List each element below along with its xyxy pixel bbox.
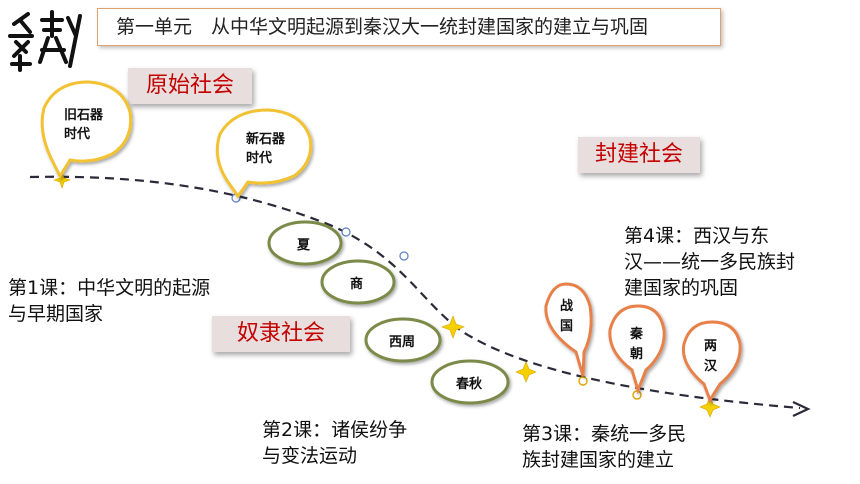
star-marker-icon (53, 171, 71, 189)
bubble-label-two-han-1: 两 (704, 339, 717, 354)
lesson-2-text: 第2课：诸侯纷争 与变法运动 (262, 417, 407, 469)
bubble-qin (608, 304, 666, 395)
bubble-label-western-zhou: 西周 (389, 335, 415, 350)
lesson-4-line-2: 汉——统一多民族封 (624, 251, 796, 273)
bubble-label-paleolithic-2: 时代 (64, 126, 90, 142)
bubble-label-two-han-2: 汉 (704, 358, 718, 374)
lesson-2-line-2: 与变法运动 (262, 445, 358, 467)
era-label-slave-society: 奴隶社会 (212, 316, 350, 352)
lesson-4-line-1: 第4课：西汉与东 (624, 225, 770, 247)
lesson-1-text: 第1课：中华文明的起源 与早期国家 (8, 275, 210, 327)
bubble-label-neolithic-2: 时代 (246, 150, 272, 166)
circle-marker-icon (632, 390, 642, 400)
bubble-spring-autumn (430, 359, 510, 405)
star-marker-icon (699, 396, 721, 418)
bubble-label-qin-2: 朝 (630, 346, 643, 362)
lesson-1-line-1: 第1课：中华文明的起源 (8, 277, 211, 299)
bubble-label-spring-autumn: 春秋 (455, 376, 483, 392)
bubble-xia (267, 220, 343, 266)
bubble-label-xia: 夏 (296, 238, 311, 253)
bubble-label-neolithic-1: 新石器 (246, 131, 286, 147)
lesson-4-text: 第4课：西汉与东 汉——统一多民族封 建国家的巩固 (624, 223, 795, 301)
era-label-primitive-society: 原始社会 (128, 68, 252, 104)
bubble-paleolithic (40, 80, 133, 180)
unit-title: 第一单元 从中华文明起源到秦汉大一统封建国家的建立与巩固 (97, 8, 721, 46)
lesson-3-line-1: 第3课：秦统一多民 (522, 423, 687, 445)
lesson-4-line-3: 建国家的巩固 (624, 277, 739, 299)
bubble-label-paleolithic-1: 旧石器 (64, 108, 104, 123)
era-label-feudal-society: 封建社会 (578, 137, 700, 173)
bubble-label-shang: 商 (350, 276, 363, 292)
lesson-2-line-1: 第2课：诸侯纷争 (262, 419, 408, 441)
lesson-3-text: 第3课：秦统一多民 族封建国家的建立 (522, 421, 686, 473)
bubble-label-warring-states-1: 战 (560, 298, 573, 314)
lesson-1-line-2: 与早期国家 (8, 303, 104, 325)
oracle-glyph-logo: 第一 (8, 10, 82, 72)
circle-marker-icon (399, 251, 409, 261)
bubble-shang (320, 259, 396, 305)
bubble-label-warring-states-2: 国 (560, 319, 573, 334)
timeline-path (29, 175, 801, 410)
circle-marker-icon (341, 227, 351, 237)
star-marker-icon (441, 315, 465, 339)
circle-marker-icon (578, 376, 588, 386)
bubble-label-qin-1: 秦 (629, 326, 644, 342)
bubble-neolithic (215, 108, 313, 199)
star-marker-icon (515, 361, 537, 383)
bubble-two-han (681, 320, 742, 404)
timeline-arrow-icon (792, 401, 811, 417)
bubble-western-zhou (364, 317, 442, 363)
lesson-3-line-2: 族封建国家的建立 (522, 449, 675, 471)
bubble-warring-states (544, 282, 593, 377)
